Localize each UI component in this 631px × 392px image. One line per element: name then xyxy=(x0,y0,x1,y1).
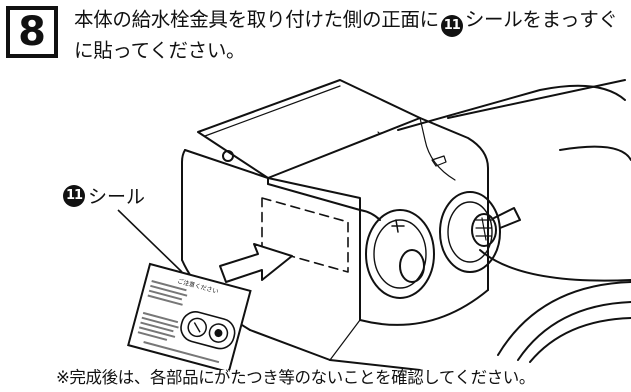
seal-number-badge: 11 xyxy=(440,15,463,37)
installation-illustration: ご注意ください xyxy=(117,79,631,370)
seal-callout-label: シール xyxy=(88,186,146,208)
screw-hole-icon xyxy=(222,150,234,162)
instruction-before: 本体の給水栓金具を取り付けた側の正面に xyxy=(74,8,439,31)
instruction-after: シールをまっすぐに貼ってください。 xyxy=(74,8,618,62)
seal-callout-number: 11 xyxy=(63,184,85,207)
step-number: 8 xyxy=(18,9,46,55)
seal-sticker: ご注意ください xyxy=(127,262,252,370)
step-badge: 8 xyxy=(6,6,58,58)
completion-note: ※完成後は、各部品にがたつき等のないことを確認してください。 xyxy=(56,368,536,387)
faucet-knob-icon xyxy=(399,249,425,283)
arrow-icon xyxy=(219,243,293,283)
